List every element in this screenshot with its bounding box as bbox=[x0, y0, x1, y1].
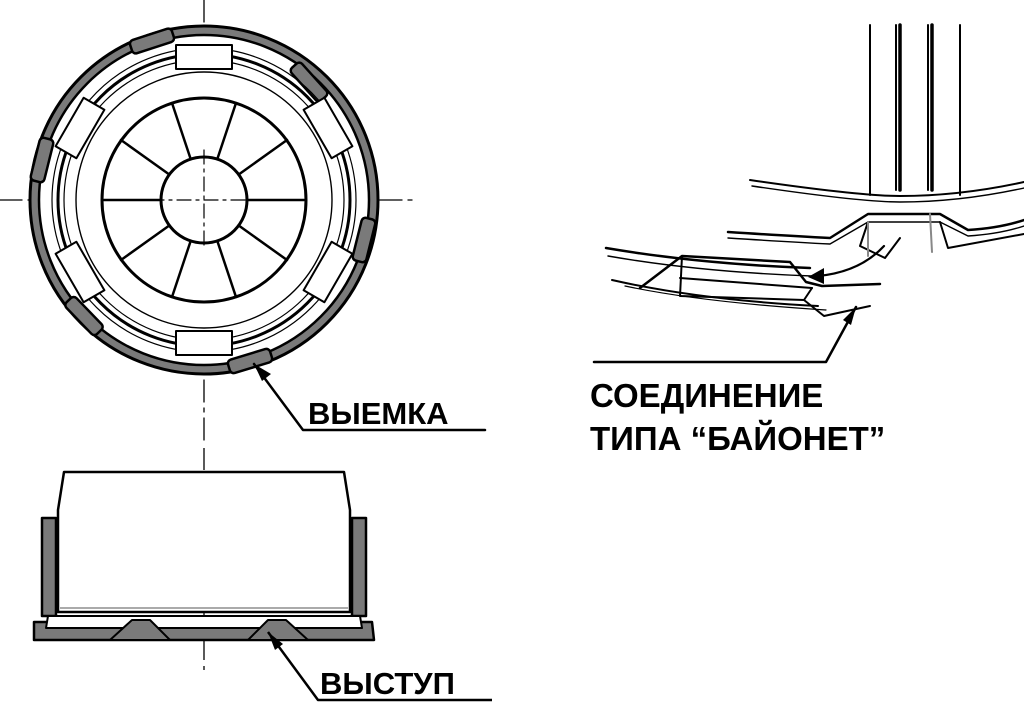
top-view bbox=[0, 0, 487, 441]
bayonet-shell bbox=[726, 212, 1024, 240]
recess-leader bbox=[252, 362, 487, 432]
recess-pad bbox=[226, 347, 274, 375]
protrusion-1 bbox=[109, 619, 171, 641]
inner-ring-4 bbox=[75, 71, 333, 329]
cap-body bbox=[56, 470, 352, 614]
connection-label-line1: СОЕДИНЕНИЕ bbox=[590, 377, 823, 414]
latch-block bbox=[175, 330, 233, 356]
latch-blocks bbox=[54, 44, 354, 356]
latch-block bbox=[54, 96, 106, 160]
lower-lug bbox=[638, 254, 882, 290]
recess-pad bbox=[128, 27, 176, 55]
detail-view bbox=[592, 23, 1024, 364]
latch-block bbox=[175, 44, 233, 70]
protrusion-label: ВЫСТУП bbox=[320, 666, 455, 701]
recess-label: ВЫЕМКА bbox=[308, 396, 449, 431]
right-wall bbox=[350, 516, 368, 618]
recess-pad bbox=[29, 136, 55, 184]
connection-label-line2: ТИПА “БАЙОНЕТ” bbox=[590, 419, 885, 457]
connection-leader bbox=[592, 305, 858, 364]
left-wall bbox=[40, 516, 58, 618]
latch-block bbox=[54, 240, 106, 304]
vertical-tubes bbox=[869, 23, 961, 196]
recess-pad bbox=[351, 216, 377, 264]
hub-spokes bbox=[100, 101, 308, 299]
recess-pad bbox=[64, 295, 104, 337]
side-view bbox=[32, 448, 492, 702]
latch-block bbox=[302, 240, 354, 304]
rotation-arrow bbox=[816, 244, 886, 278]
latch-block bbox=[302, 96, 354, 160]
protrusion-leader bbox=[266, 631, 492, 702]
protrusion-2 bbox=[247, 619, 309, 641]
